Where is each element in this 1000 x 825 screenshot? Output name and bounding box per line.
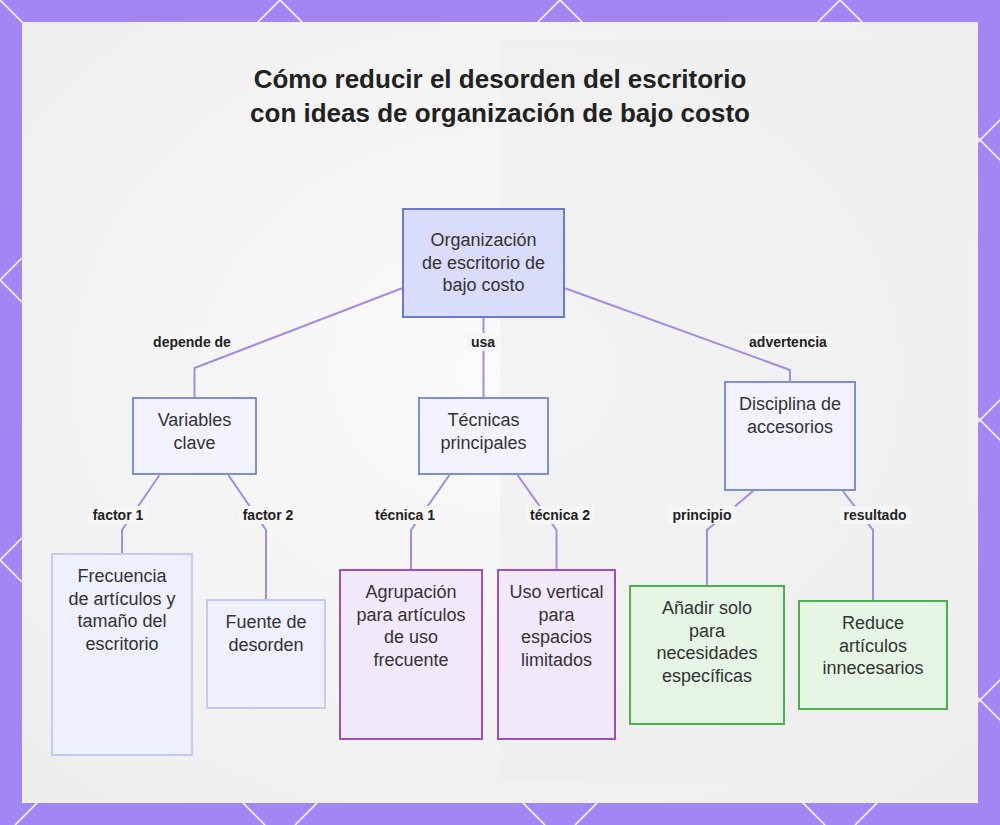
edge-label: técnica 2: [526, 506, 594, 524]
node-text: Variables clave: [140, 409, 249, 454]
edge-label: resultado: [839, 506, 910, 524]
root-box: Organización de escritorio de bajo costo: [402, 208, 565, 318]
edge-label: técnica 1: [371, 506, 439, 524]
node-text: Fuente de desorden: [216, 611, 316, 656]
connector: [228, 475, 266, 599]
panel: [22, 22, 978, 803]
node-text: Técnicas principales: [426, 409, 541, 454]
node-text: Reduce artículos innecesarios: [813, 612, 933, 680]
principle-box: Añadir solo para necesidades específicas: [629, 585, 785, 725]
edge-label: usa: [467, 333, 499, 351]
edge-label: advertencia: [745, 333, 831, 351]
node-text: Uso vertical para espacios limitados: [507, 581, 607, 671]
technique-box: Agrupación para artículos de uso frecuen…: [339, 569, 483, 740]
edge-label: depende de: [149, 333, 235, 351]
node-text: Añadir solo para necesidades específicas: [652, 597, 762, 687]
category-box: Técnicas principales: [418, 397, 549, 475]
diagram-title: Cómo reducir el desorden del escritorio …: [230, 62, 770, 131]
technique-box: Uso vertical para espacios limitados: [497, 569, 616, 740]
node-text: Frecuencia de artículos y tamaño del esc…: [67, 565, 177, 655]
category-box: Variables clave: [132, 397, 257, 475]
node-text: Disciplina de accesorios: [735, 393, 845, 438]
principle-box: Reduce artículos innecesarios: [798, 600, 948, 710]
node-text: Agrupación para artículos de uso frecuen…: [355, 581, 467, 671]
edge-label: principio: [668, 506, 735, 524]
factor-box: Fuente de desorden: [206, 599, 326, 709]
category-box: Disciplina de accesorios: [724, 381, 856, 491]
factor-box: Frecuencia de artículos y tamaño del esc…: [51, 553, 193, 756]
blurred-shape: [500, 40, 970, 780]
connector: [483, 318, 485, 397]
node-text: Organización de escritorio de bajo costo: [421, 229, 546, 297]
edge-label: factor 2: [239, 506, 298, 524]
edge-label: factor 1: [89, 506, 148, 524]
